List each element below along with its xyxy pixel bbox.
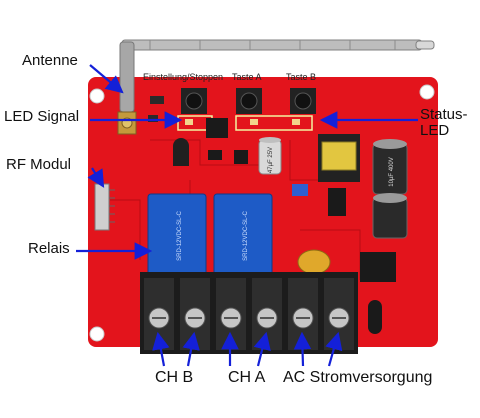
label-ac-stromversorgung: AC Stromversorgung xyxy=(283,369,433,386)
capacitor-small: 47µF 25V xyxy=(258,137,282,175)
label-taste-b: Taste B xyxy=(286,72,317,82)
blue-cap xyxy=(292,184,308,196)
svg-text:SRD-12VDC-SL-C: SRD-12VDC-SL-C xyxy=(177,211,183,261)
status-led-a xyxy=(250,119,258,125)
label-ch-b: CH B xyxy=(155,369,194,386)
relay-1: SRD-12VDC-SL-C xyxy=(147,193,207,277)
ic-chip-2 xyxy=(328,188,346,216)
rf-module xyxy=(94,183,115,231)
label-rf-modul: RF Modul xyxy=(6,156,72,173)
mounting-hole xyxy=(419,84,435,100)
mounting-hole xyxy=(89,326,105,342)
label-antenne: Antenne xyxy=(22,52,78,69)
label-status-led: Status- LED xyxy=(420,106,468,139)
capacitor-big-2 xyxy=(372,193,408,239)
relay-2: SRD-12VDC-SL-C xyxy=(213,193,273,277)
svg-text:47µF 25V: 47µF 25V xyxy=(268,147,274,173)
svg-text:SRD-12VDC-SL-C: SRD-12VDC-SL-C xyxy=(243,211,249,261)
label-einstellung-stoppen: Einstellung/Stoppen xyxy=(143,72,224,82)
led-signal xyxy=(185,119,193,125)
mounting-hole xyxy=(89,88,105,104)
terminal-block xyxy=(140,272,358,354)
smd-part xyxy=(208,150,222,160)
smd-part xyxy=(148,115,158,122)
label-led-signal: LED Signal xyxy=(4,108,80,125)
buttons xyxy=(181,88,316,114)
smd-part xyxy=(150,96,164,104)
capacitor-big-1: 10µF 400V xyxy=(372,139,408,195)
label-relais: Relais xyxy=(28,240,70,257)
svg-text:10µF 400V: 10µF 400V xyxy=(389,157,395,186)
transistor xyxy=(173,138,189,154)
regulator xyxy=(234,150,248,164)
ic-chip xyxy=(206,118,228,138)
label-taste-a: Taste A xyxy=(232,72,262,82)
callout-arrows xyxy=(76,64,418,367)
status-led-b xyxy=(292,119,300,125)
status-led-outline xyxy=(235,115,313,131)
yellow-capacitor xyxy=(297,249,331,275)
transformer xyxy=(318,134,360,182)
label-ch-a: CH A xyxy=(228,369,266,386)
antenna xyxy=(117,39,435,135)
bridge-rectifier xyxy=(360,252,396,282)
varistor xyxy=(368,300,382,334)
